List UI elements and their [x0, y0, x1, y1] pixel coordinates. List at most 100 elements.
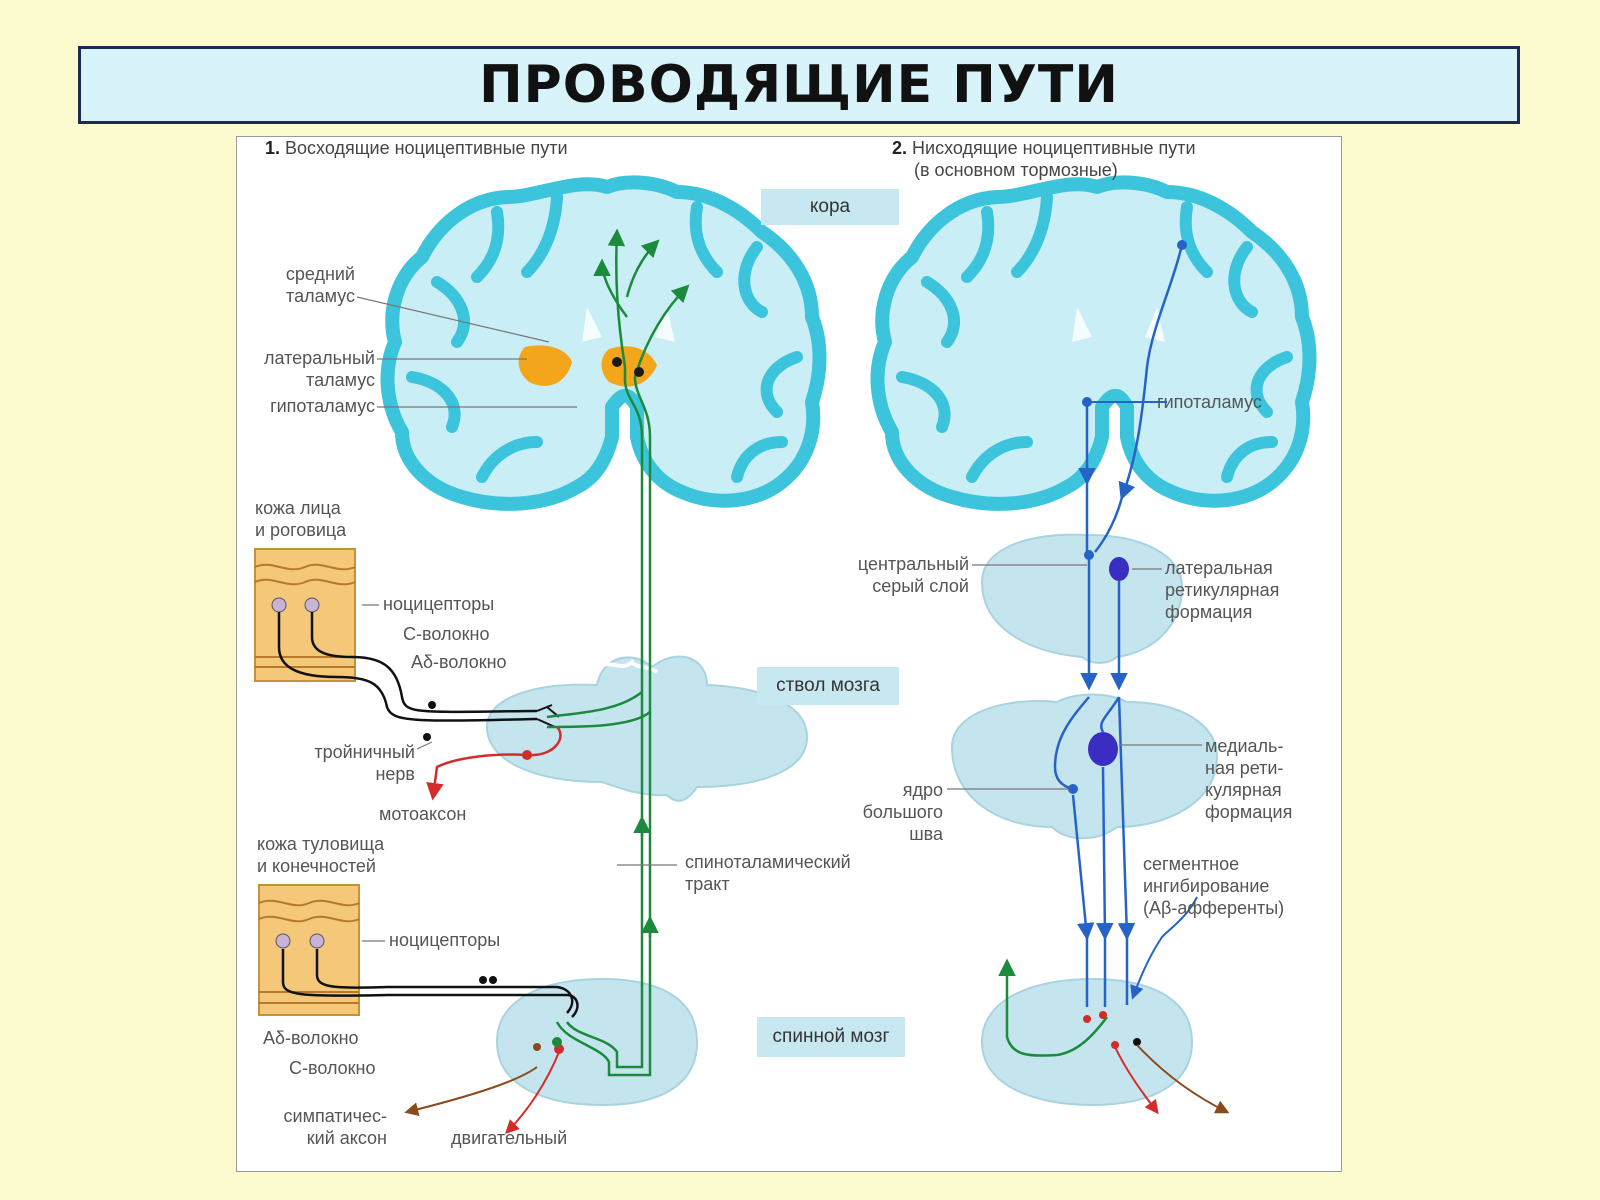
- right-spinal-dot-2: [1099, 1011, 1107, 1019]
- left-brainstem: [485, 655, 809, 802]
- trigeminothalamic-a: [546, 691, 643, 719]
- label-spinothalamic-tract: спиноталамический тракт: [685, 852, 851, 894]
- label-sympathetic-axon: симпатичес- кий аксон: [283, 1106, 387, 1148]
- section2-heading: 2. Нисходящие ноцицептивные пути: [892, 137, 1196, 159]
- section1-heading: 1. Восходящие ноцицептивные пути: [265, 137, 568, 159]
- diagram-panel: 1. Восходящие ноцицептивные пути 2. Нисх…: [236, 136, 1342, 1172]
- right-spinal-circuit: [998, 958, 1230, 1115]
- mrf-spinal: [1096, 766, 1114, 941]
- trigeminal-c-fiber: [277, 612, 538, 722]
- right-ventricles: [1072, 307, 1165, 342]
- right-brain-folds: [896, 191, 1293, 483]
- sympathetic-neuron: [533, 1043, 541, 1051]
- cortical-neuron: [1177, 240, 1187, 250]
- right-medulla: [950, 693, 1219, 840]
- label-ad-fiber-top: Аδ-волокно: [411, 652, 507, 672]
- left-brain: [380, 175, 827, 511]
- right-sympathetic-output: [1136, 1044, 1230, 1114]
- lateral-reticular-nucleus: [1109, 557, 1129, 581]
- trigeminal-motor: [426, 726, 562, 801]
- cortical-descending: [1118, 244, 1184, 501]
- thalamic-neuron-2: [634, 367, 644, 377]
- level-cortex: кора: [761, 189, 899, 225]
- section1-title: Восходящие ноцицептивные пути: [285, 138, 568, 158]
- label-segmental-inhibition: сегментное ингибирование (Аβ-афференты): [1143, 854, 1285, 918]
- level-brainstem: ствол мозга: [757, 667, 899, 705]
- right-spinal-dot-3: [1111, 1041, 1119, 1049]
- thalamocortical-2: [625, 239, 660, 298]
- raphe-spinal: [1071, 794, 1095, 941]
- segmental-inhibition-fiber: [1130, 896, 1198, 1000]
- label-face-skin: кожа лица и роговица: [255, 498, 347, 540]
- dorsal-ganglion-1: [479, 976, 487, 984]
- left-spinal-section: [495, 977, 699, 1107]
- thalamocortical-3: [593, 258, 629, 318]
- page-title: ПРОВОДЯЩИЕ ПУТИ: [479, 55, 1119, 115]
- descending-terminals: [1085, 937, 1129, 1007]
- spinothalamic-tract-a: [565, 367, 644, 1069]
- pathways-diagram: [254, 175, 1317, 1134]
- trigeminal-ad-fiber: [310, 612, 538, 714]
- face-skin-layers: [254, 563, 356, 586]
- trunk-nociceptor-2: [309, 933, 325, 949]
- right-motor-output: [1114, 1046, 1159, 1115]
- left-leader-lines: [356, 296, 677, 942]
- label-lateral-reticular: латеральная ретикулярная формация: [1165, 558, 1280, 622]
- medial-reticular-nucleus: [1088, 732, 1118, 766]
- label-medial-reticular: медиаль- ная рети- кулярная формация: [1205, 736, 1293, 822]
- trunk-skin-base: [259, 991, 359, 1004]
- trunk-skin-layers: [258, 899, 360, 923]
- lrf-to-mrf: [1100, 696, 1121, 733]
- right-brain: [870, 175, 1317, 511]
- right-spinal-dot-1: [1083, 1015, 1091, 1023]
- pag-to-raphe: [1053, 696, 1090, 791]
- label-lateral-thalamus: латеральный таламус: [263, 348, 375, 390]
- right-midbrain: [980, 533, 1184, 664]
- leader-medial-thalamus: [356, 296, 550, 343]
- left-thalamus-a: [518, 345, 572, 386]
- spinothalamic-tract-b: [555, 376, 652, 1077]
- label-ad-fiber-bottom: Аδ-волокно: [263, 1028, 359, 1048]
- left-brain-folds: [406, 191, 803, 483]
- motor-axon-path: [505, 1051, 560, 1134]
- sympathetic-axon-path: [404, 1066, 538, 1117]
- label-hypothalamus-left: гипоталамус: [270, 396, 375, 416]
- spinal-fibers-left: [281, 949, 579, 1134]
- level-spinal-cord: спинной мозг: [757, 1017, 905, 1057]
- thalamocortical-1: [607, 228, 627, 368]
- ascending-pathway: [546, 228, 690, 1077]
- label-motoaxon: мотоаксон: [379, 804, 467, 824]
- right-ascending-fiber: [998, 958, 1108, 1057]
- leader-trigeminal: [416, 741, 433, 750]
- face-skin-block: [254, 548, 356, 682]
- spinal-ad-fiber: [315, 949, 574, 1014]
- label-trunk-skin: кожа туловища и конечностей: [257, 834, 385, 876]
- label-motor: двигательный: [451, 1128, 568, 1148]
- right-leader-lines: [947, 564, 1202, 790]
- face-nociceptor-1: [271, 597, 287, 613]
- dorsal-ganglion-2: [489, 976, 497, 984]
- label-raphe-nucleus: ядро большого шва: [862, 780, 943, 844]
- label-central-gray: центральный серый слой: [857, 554, 969, 596]
- trigeminal-ganglion-2: [423, 733, 431, 741]
- section2-number: 2.: [892, 138, 908, 158]
- thalamic-neuron-1: [612, 357, 622, 367]
- section2-title: Нисходящие ноцицептивные пути: [912, 138, 1196, 158]
- right-spinal-dot-4: [1133, 1038, 1141, 1046]
- label-nociceptors-top: ноцицепторы: [383, 594, 495, 614]
- thalamocortical-4: [633, 284, 690, 378]
- right-spinal-section: [980, 977, 1194, 1107]
- left-spinal-shape: [495, 977, 699, 1107]
- left-brainstem-ventricle: [596, 658, 659, 674]
- trigeminothalamic-b: [546, 711, 651, 729]
- label-c-fiber-bottom: С-волокно: [289, 1058, 376, 1078]
- trigeminal-fibers: [277, 612, 560, 741]
- label-c-fiber-top: С-волокно: [403, 624, 490, 644]
- label-trigeminal-nerve: тройничный нерв: [314, 742, 415, 784]
- trigeminal-ganglion-1: [428, 701, 436, 709]
- descending-pathway: [1053, 240, 1198, 1007]
- motoneuron-soma: [522, 750, 532, 760]
- trunk-skin-block: [258, 884, 360, 1016]
- label-medial-thalamus: средний таламус: [285, 264, 355, 306]
- face-skin-rect: [254, 548, 356, 682]
